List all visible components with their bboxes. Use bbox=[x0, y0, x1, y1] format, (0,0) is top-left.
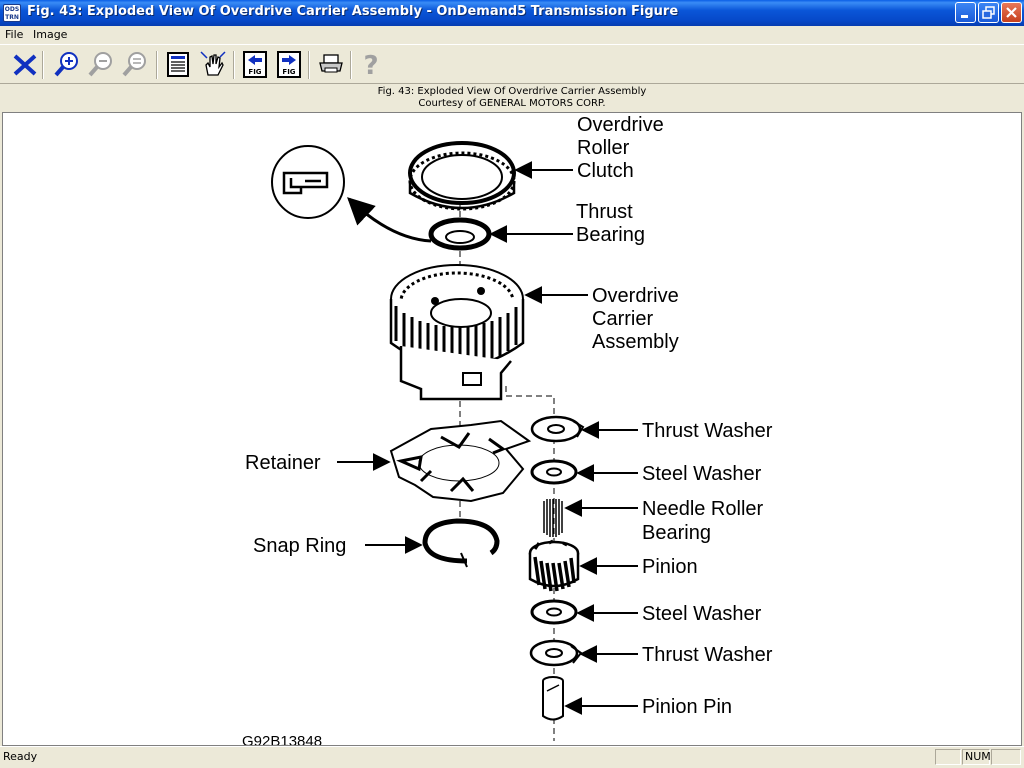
label-overdrive-roller-clutch-1: Overdrive bbox=[577, 114, 664, 136]
help-button[interactable]: ? bbox=[356, 49, 386, 79]
toolbar-separator bbox=[233, 51, 235, 79]
needle-roller-bearing-part bbox=[543, 499, 563, 537]
steel-washer-bottom-part bbox=[530, 599, 578, 625]
zoom-in-button[interactable] bbox=[52, 49, 82, 79]
close-icon bbox=[1006, 7, 1017, 18]
pinion-pin-part bbox=[542, 676, 564, 721]
label-needle-roller-bearing-2: Bearing bbox=[642, 522, 711, 544]
label-snap-ring: Snap Ring bbox=[253, 535, 346, 557]
thrust-washer-top-part bbox=[530, 415, 585, 443]
label-thrust-washer-bottom: Thrust Washer bbox=[642, 644, 773, 666]
label-carrier-1: Overdrive bbox=[592, 285, 679, 307]
svg-text:FIG: FIG bbox=[248, 68, 261, 76]
toolbar-separator bbox=[350, 51, 352, 79]
label-carrier-2: Carrier bbox=[592, 308, 653, 330]
label-thrust-washer-top: Thrust Washer bbox=[642, 420, 773, 442]
status-bar: Ready NUM bbox=[0, 746, 1024, 768]
thrust-washer-bottom-part bbox=[529, 639, 583, 667]
label-steel-washer-top: Steel Washer bbox=[642, 463, 762, 485]
print-icon bbox=[319, 54, 343, 73]
label-carrier-3: Assembly bbox=[592, 331, 679, 353]
next-fig-icon: FIG bbox=[277, 51, 301, 78]
svg-text:FIG: FIG bbox=[282, 68, 295, 76]
close-x-icon bbox=[13, 54, 37, 76]
zoom-out-button[interactable] bbox=[86, 49, 116, 79]
label-overdrive-roller-clutch-3: Clutch bbox=[577, 160, 634, 182]
toolbar-separator bbox=[156, 51, 158, 79]
prev-fig-button[interactable]: FIG bbox=[240, 49, 270, 79]
restore-button[interactable] bbox=[978, 2, 999, 23]
status-pane-empty bbox=[991, 749, 1021, 765]
print-button[interactable] bbox=[316, 49, 346, 79]
window-title: Fig. 43: Exploded View Of Overdrive Carr… bbox=[27, 4, 679, 19]
menu-image[interactable]: Image bbox=[33, 28, 68, 41]
restore-icon bbox=[982, 6, 995, 19]
thrust-bearing-part bbox=[428, 217, 492, 251]
zoom-in-icon bbox=[54, 52, 78, 77]
figure-canvas[interactable]: Overdrive Roller Clutch Thrust Bearing O… bbox=[2, 112, 1022, 746]
caption-courtesy: Courtesy of GENERAL MOTORS CORP. bbox=[418, 98, 606, 109]
exploded-view-drawing: Overdrive Roller Clutch Thrust Bearing O… bbox=[242, 114, 773, 745]
close-x-button[interactable] bbox=[10, 49, 40, 79]
zoom-out-icon bbox=[88, 52, 112, 77]
minimize-button[interactable] bbox=[955, 2, 976, 23]
page-icon bbox=[167, 52, 189, 77]
label-thrust-bearing-2: Bearing bbox=[576, 224, 645, 246]
help-icon: ? bbox=[363, 51, 378, 79]
label-overdrive-roller-clutch-2: Roller bbox=[577, 137, 630, 159]
retainer-part bbox=[389, 419, 532, 503]
overdrive-roller-clutch-part bbox=[408, 141, 516, 211]
status-pane-empty bbox=[935, 749, 961, 765]
minimize-icon bbox=[961, 15, 968, 18]
title-bar: ODS TRN Fig. 43: Exploded View Of Overdr… bbox=[0, 0, 1024, 26]
pan-hand-icon bbox=[200, 51, 226, 76]
label-retainer: Retainer bbox=[245, 452, 321, 474]
toolbar: FIG FIG ? bbox=[0, 44, 1024, 84]
app-icon[interactable]: ODS TRN bbox=[3, 4, 21, 22]
label-thrust-bearing-1: Thrust bbox=[576, 201, 633, 223]
pan-hand-button[interactable] bbox=[198, 49, 228, 79]
toolbar-separator bbox=[42, 51, 44, 79]
prev-fig-icon: FIG bbox=[243, 51, 267, 78]
snap-ring-part bbox=[422, 518, 500, 568]
menu-file[interactable]: File bbox=[5, 28, 24, 41]
next-fig-button[interactable]: FIG bbox=[274, 49, 304, 79]
label-needle-roller-bearing-1: Needle Roller bbox=[642, 498, 764, 520]
status-text: Ready bbox=[3, 750, 38, 763]
pinion-part bbox=[528, 539, 580, 592]
toolbar-separator bbox=[308, 51, 310, 79]
menu-bar: File Image bbox=[0, 26, 1024, 44]
label-steel-washer-bottom: Steel Washer bbox=[642, 603, 762, 625]
page-button[interactable] bbox=[164, 49, 194, 79]
svg-text:?: ? bbox=[363, 51, 378, 79]
label-pinion-pin: Pinion Pin bbox=[642, 696, 732, 718]
overdrive-carrier-part bbox=[389, 264, 525, 401]
figure-caption: Fig. 43: Exploded View Of Overdrive Carr… bbox=[0, 84, 1024, 112]
steel-washer-top-part bbox=[530, 459, 578, 485]
caption-title: Fig. 43: Exploded View Of Overdrive Carr… bbox=[377, 86, 647, 97]
close-button[interactable] bbox=[1001, 2, 1022, 23]
zoom-fit-icon bbox=[122, 52, 146, 77]
figure-code: G92B13848 bbox=[242, 733, 322, 745]
zoom-fit-button[interactable] bbox=[120, 49, 150, 79]
status-num-indicator: NUM bbox=[962, 749, 991, 765]
label-pinion: Pinion bbox=[642, 556, 698, 578]
roller-detail-inset bbox=[271, 145, 432, 243]
